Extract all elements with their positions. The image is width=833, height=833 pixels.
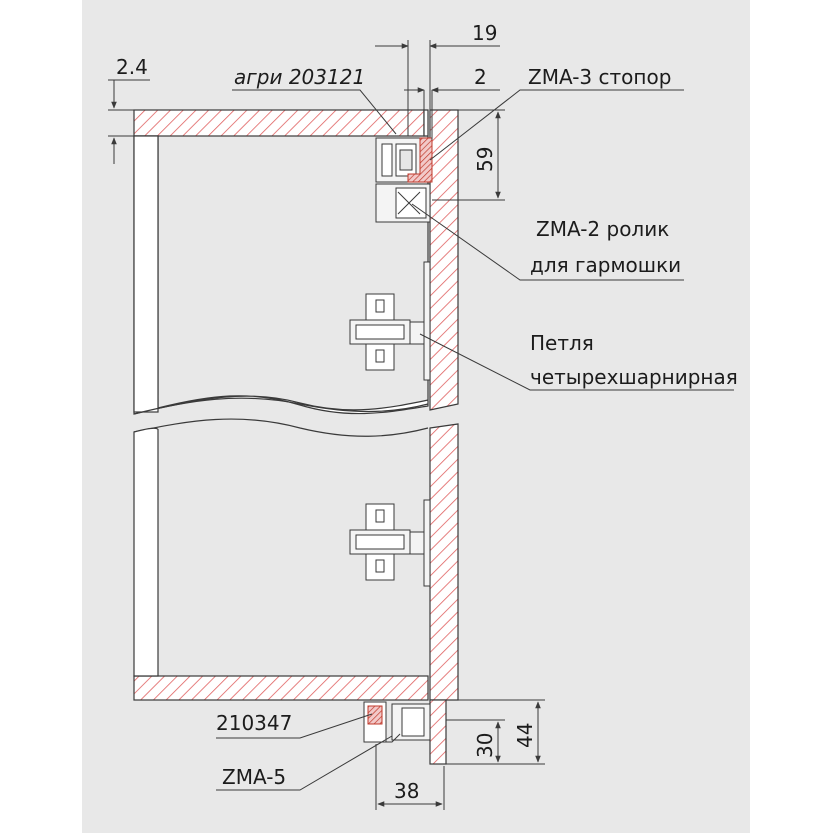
dim-19: 19 <box>472 21 497 45</box>
label-hinge-line1: Петля <box>530 331 594 355</box>
left-door-frame-upper <box>133 135 159 413</box>
label-zma2-line2: для гармошки <box>530 253 681 277</box>
upper-hardware <box>375 137 433 223</box>
right-panel-upper <box>429 109 459 411</box>
right-panel-lower <box>429 423 459 701</box>
label-210347: 210347 <box>216 711 292 735</box>
right-panel-foot <box>429 699 447 765</box>
break-line-lower <box>133 418 429 437</box>
label-hinge-line2: четырехшарнирная <box>530 365 738 389</box>
label-zma3: ZMA-3 стопор <box>528 65 671 89</box>
dim-30: 30 <box>473 733 497 758</box>
break-line-upper <box>133 397 429 415</box>
top-panel <box>133 109 425 137</box>
dim-2-4: 2.4 <box>116 55 148 79</box>
bottom-panel <box>133 675 429 701</box>
bottom-hardware <box>363 701 431 743</box>
label-zma5: ZMA-5 <box>222 765 286 789</box>
dimensions <box>108 40 545 810</box>
cabinet-structure <box>133 109 459 765</box>
leader-lines <box>216 89 734 791</box>
dim-59: 59 <box>473 147 497 172</box>
dim-2: 2 <box>474 65 487 89</box>
hinge-lower <box>349 499 431 587</box>
label-zma2-line1: ZMA-2 ролик <box>536 217 669 241</box>
dim-38: 38 <box>394 779 419 803</box>
dim-44: 44 <box>513 723 537 748</box>
label-agri: агри 203121 <box>234 65 365 89</box>
hinge-upper <box>349 261 431 381</box>
left-door-lower <box>133 427 159 677</box>
